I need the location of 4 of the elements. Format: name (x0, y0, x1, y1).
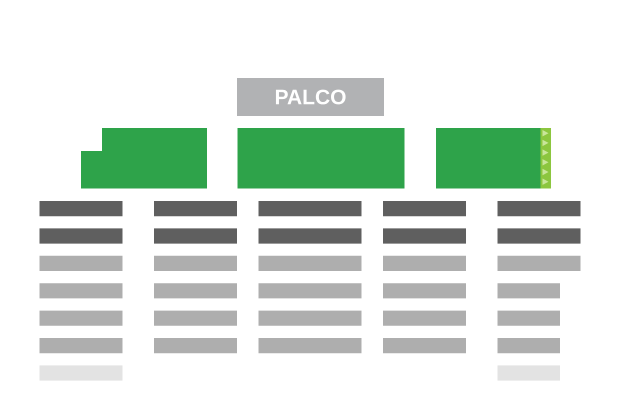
stage-box: PALCO (237, 78, 384, 116)
seating-area (81, 128, 207, 188)
seating-area (238, 128, 404, 188)
seating-area (436, 128, 551, 188)
